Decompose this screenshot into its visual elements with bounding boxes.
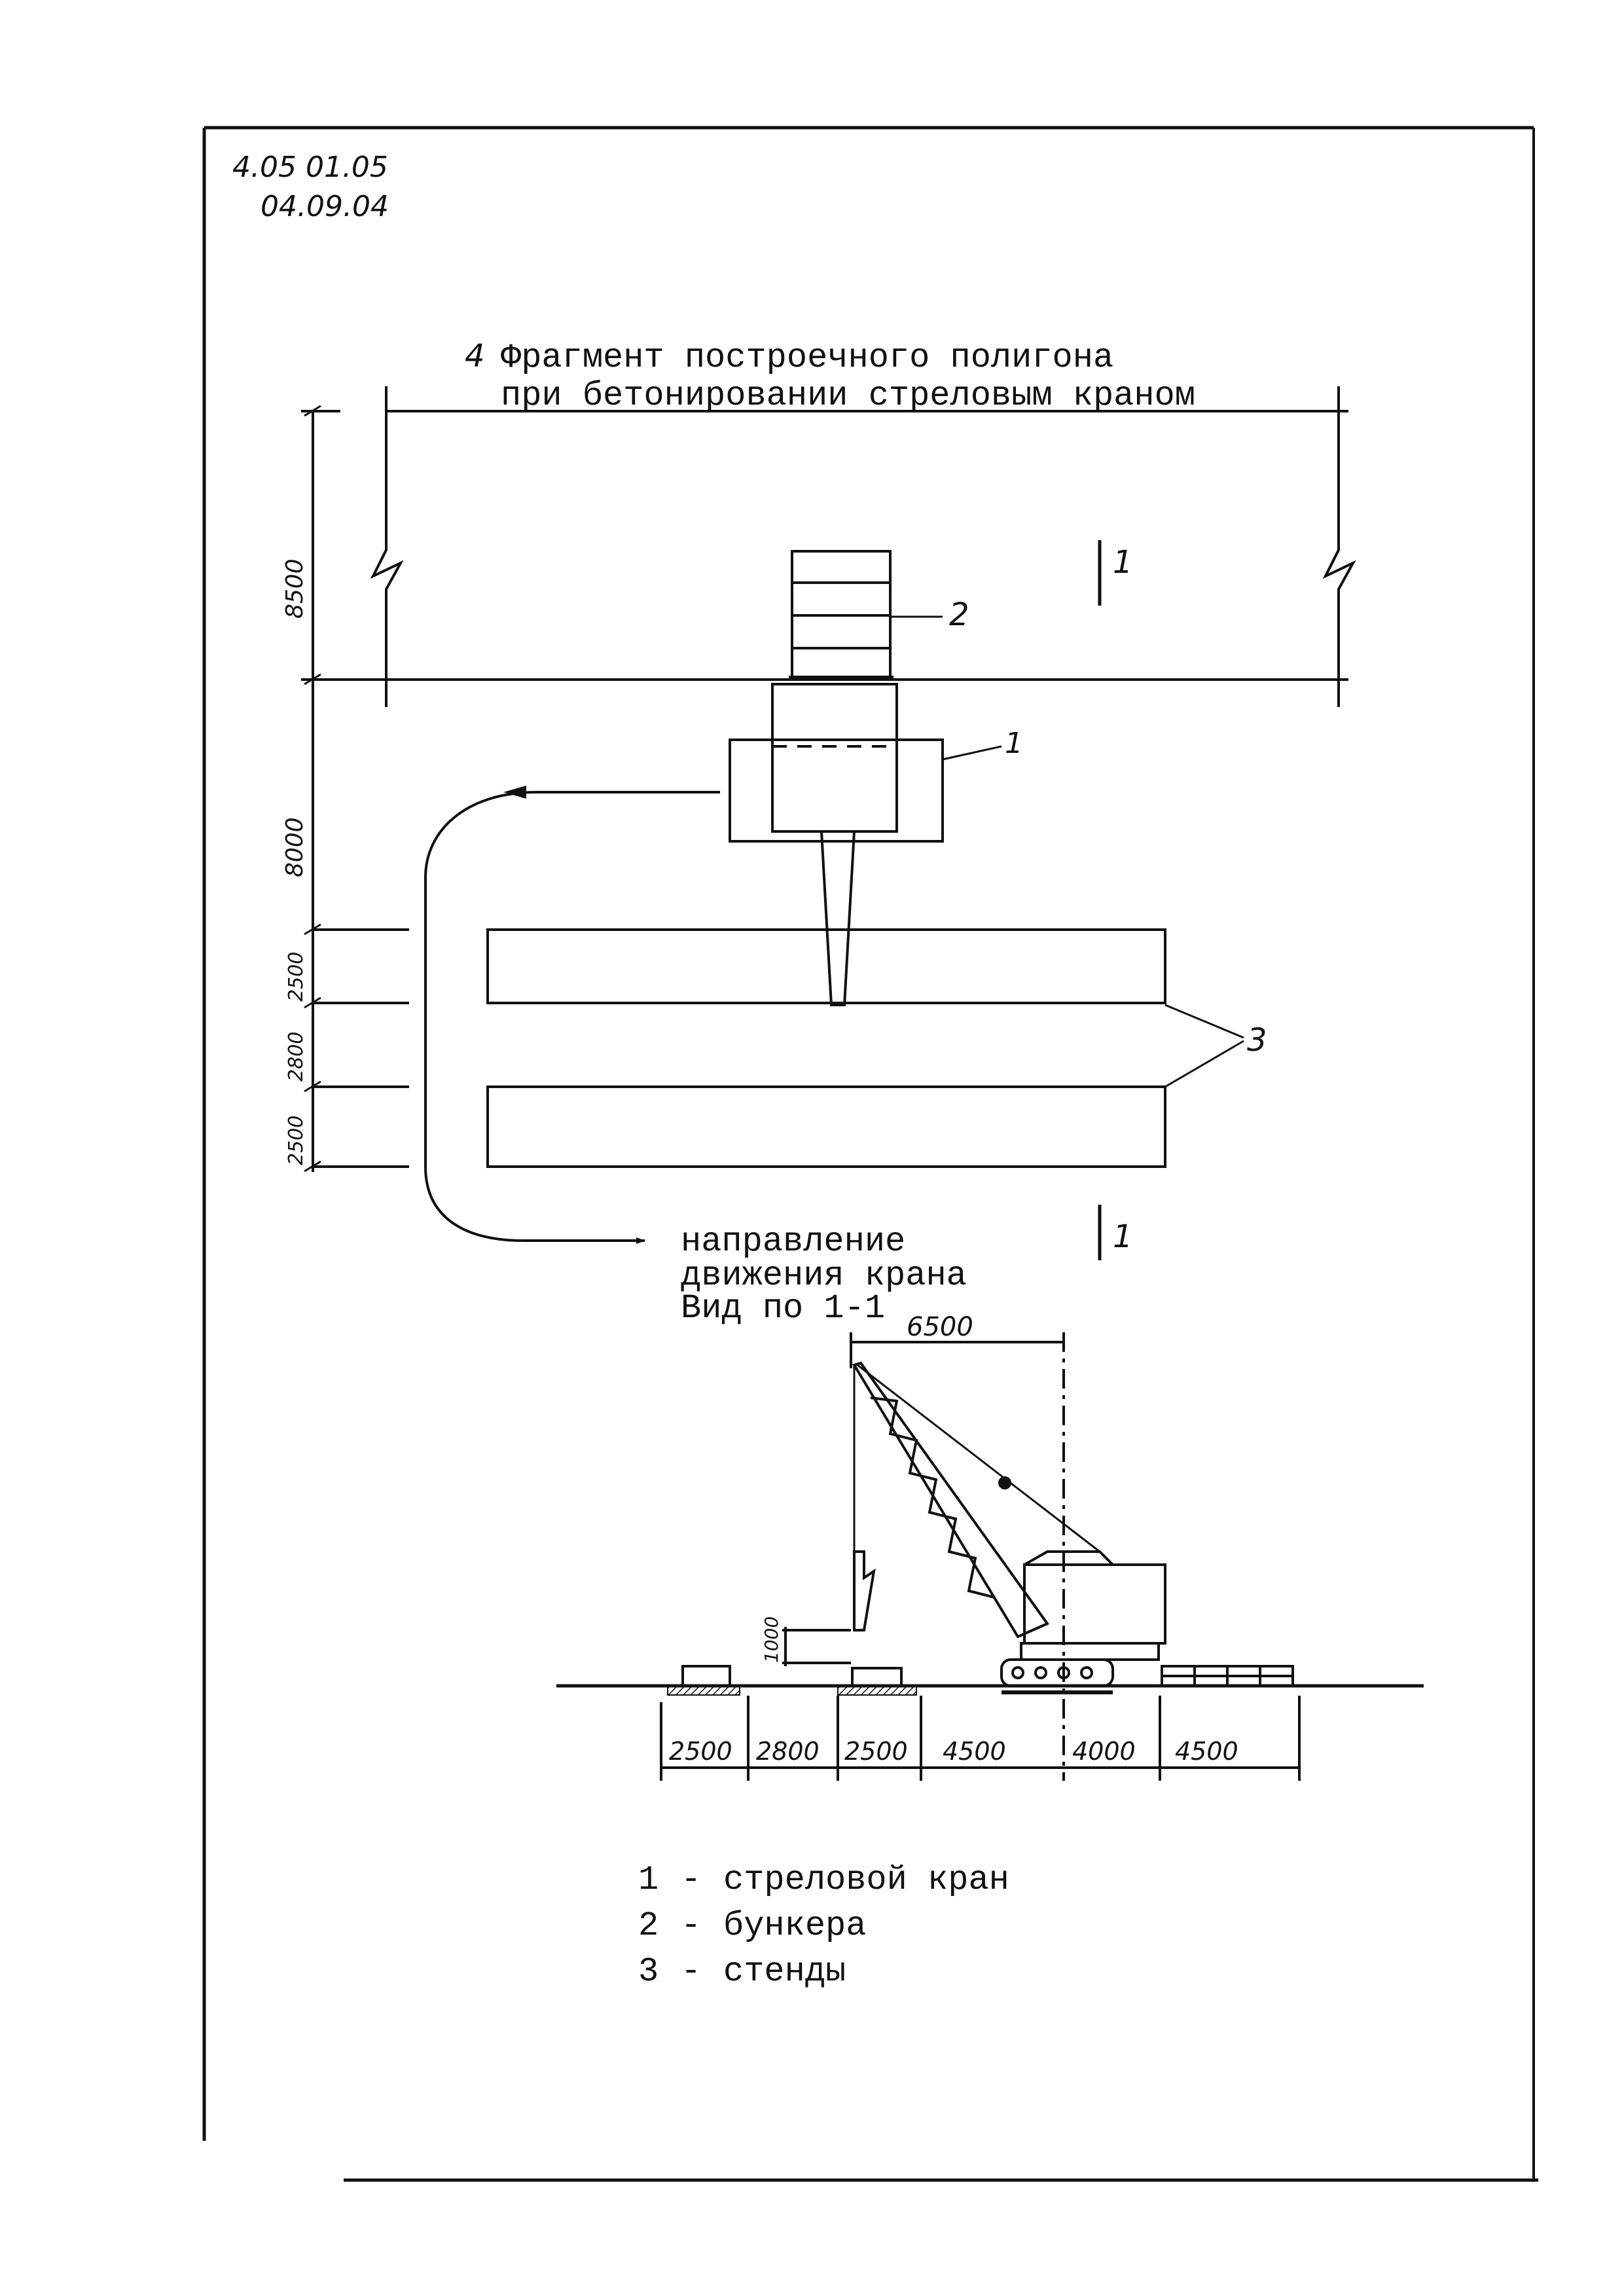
section-mark-bottom-label: 1 — [1113, 1218, 1133, 1255]
callout-stands: 3 — [1247, 1022, 1267, 1059]
doc-code-line1: 4.05 01.05 — [232, 151, 388, 184]
title-number: 4 — [465, 338, 485, 374]
legend-dash-2: - — [681, 1906, 701, 1945]
arrow-head-left-icon — [503, 786, 526, 799]
title-line2: при бетонировании стреловым краном — [501, 376, 1195, 415]
reach-dim-label: 6500 — [907, 1312, 973, 1342]
plan-dim-labels: 8500 8000 2500 2800 2500 — [281, 558, 308, 1165]
sheet-frame — [202, 126, 1538, 2182]
bottom-dim-5: 4000 — [1072, 1737, 1136, 1766]
bottom-dim-3: 2500 — [844, 1737, 908, 1766]
direction-arrow-upper — [424, 791, 720, 1167]
legend-num-2: 2 — [638, 1906, 659, 1945]
legend-text-2: бункера — [723, 1906, 866, 1945]
title-line1: Фрагмент построечного полигона — [501, 338, 1113, 377]
section-bottom-dims: 2500 2800 2500 4500 4000 4500 — [669, 1737, 1238, 1766]
height-dim-label: 1000 — [761, 1616, 782, 1663]
break-line-left — [370, 386, 404, 707]
crane-cab — [1023, 1563, 1166, 1645]
legend-text-3: стенды — [723, 1952, 846, 1991]
doc-code-line2: 04.09.04 — [261, 190, 389, 223]
callout-crane: 1 — [1005, 727, 1023, 760]
direction-label-line1: направление — [681, 1222, 905, 1261]
section-title: Вид по 1-1 — [681, 1289, 885, 1328]
section-view — [556, 1332, 1424, 1781]
legend-dash-1: - — [681, 1861, 701, 1899]
legend-dash-3: - — [681, 1952, 701, 1991]
callout-hoppers: 2 — [949, 596, 969, 633]
stand-lower — [486, 1085, 1166, 1168]
crane-plan — [729, 683, 944, 1006]
legend: 1 - стреловой кран 2 - бункера 3 - стенд… — [638, 1861, 1009, 1991]
dim-2500-a: 2500 — [285, 952, 308, 1002]
crane-tracks — [1000, 1658, 1114, 1687]
dim-2800: 2800 — [285, 1032, 308, 1082]
section-mark-top-label: 1 — [1113, 544, 1133, 581]
break-line-right — [1322, 386, 1356, 707]
direction-label-line2: движения крана — [681, 1256, 967, 1295]
dim-8500: 8500 — [281, 558, 308, 619]
legend-num-3: 3 — [638, 1952, 659, 1991]
crane-boom — [852, 1361, 1050, 1639]
bottom-dim-6: 4500 — [1175, 1737, 1238, 1766]
direction-arrow-lower — [424, 1166, 645, 1244]
hopper-stack — [789, 550, 893, 681]
stand-upper — [486, 928, 1166, 1004]
legend-text-1: стреловой кран — [723, 1861, 1009, 1899]
dim-2500-b: 2500 — [285, 1116, 308, 1165]
bottom-dim-2: 2800 — [756, 1737, 820, 1766]
plan-view — [301, 386, 1356, 1260]
legend-num-1: 1 — [638, 1861, 659, 1899]
dim-8000: 8000 — [281, 817, 308, 877]
bottom-dim-4: 4500 — [943, 1737, 1006, 1766]
bottom-dim-1: 2500 — [669, 1737, 732, 1766]
